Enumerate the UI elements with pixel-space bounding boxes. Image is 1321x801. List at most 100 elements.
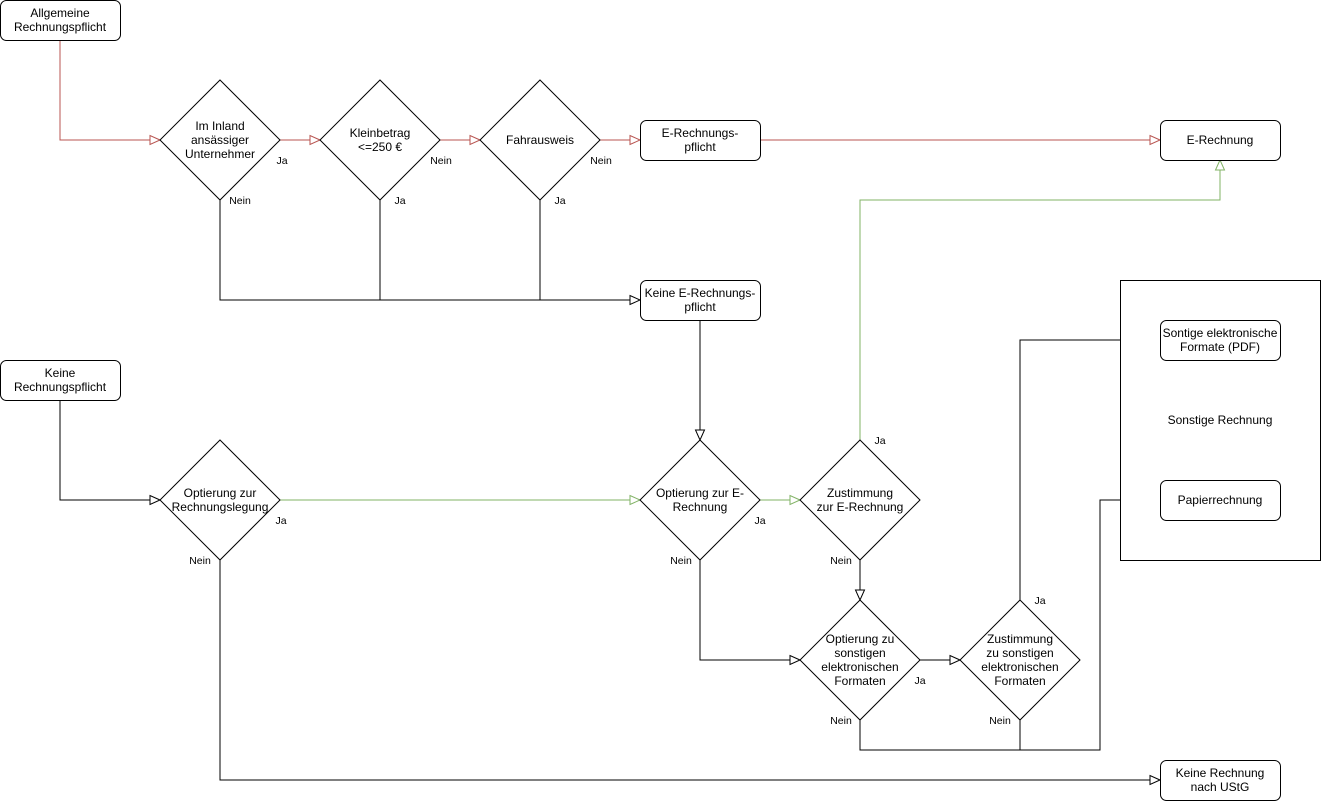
node-label-line: <=250 € xyxy=(358,140,402,154)
node-keine-e[interactable]: Keine E-Rechnungs-pflicht xyxy=(640,280,761,321)
node-box xyxy=(1160,320,1281,361)
arrowhead xyxy=(309,134,322,146)
arrowhead xyxy=(469,134,482,146)
node-box xyxy=(0,360,121,401)
edge-opt_e-zust_e xyxy=(760,494,802,506)
node-label-line: Unternehmer xyxy=(185,147,255,161)
node-label-line: Allgemeine xyxy=(30,6,90,20)
edge-label-fahr-ja: Ja xyxy=(554,195,565,207)
edge-label-opt-sonst-ja: Ja xyxy=(914,675,925,687)
node-label-line: zu sonstigen xyxy=(986,646,1053,660)
node-label-line: Kleinbetrag xyxy=(350,126,411,140)
arrowhead xyxy=(1149,774,1162,786)
edge-epflicht-erech xyxy=(760,134,1162,146)
edge-fahr-epflicht xyxy=(600,134,642,146)
node-klein[interactable]: Kleinbetrag<=250 € xyxy=(319,79,441,201)
node-label: E-Rechnung xyxy=(1187,133,1254,147)
arrowhead xyxy=(789,654,802,666)
edge-opt_rl-opt_e xyxy=(280,494,642,506)
decision-diamond xyxy=(159,439,281,561)
edge-line xyxy=(59,40,160,141)
node-label-line: Zustimmung xyxy=(987,632,1053,646)
edge-inland-klein xyxy=(280,134,322,146)
edge-allg-inland xyxy=(59,40,162,146)
node-label-line: sonstigen xyxy=(834,646,885,660)
edge-zust_e-opt_sonst xyxy=(854,560,866,602)
edge-line xyxy=(699,560,800,661)
arrowhead xyxy=(1149,134,1162,146)
arrowhead xyxy=(949,654,962,666)
edge-label-klein-nein: Nein xyxy=(430,155,452,167)
decision-diamond xyxy=(959,599,1081,721)
edge-line xyxy=(859,160,1221,440)
decision-diamond xyxy=(799,599,921,721)
node-label-line: Im Inland xyxy=(195,119,244,133)
node-label-line: Sonstige Rechnung xyxy=(1168,413,1273,427)
edge-label-zust-e-ja: Ja xyxy=(874,435,885,447)
decision-diamond xyxy=(639,439,761,561)
edge-labels-layer: JaNeinNeinJaNeinJaJaNeinJaNeinJaNeinJaNe… xyxy=(189,155,1046,727)
edge-label-fahr-nein: Nein xyxy=(590,155,612,167)
node-label-line: Keine Rechnung xyxy=(1176,766,1265,780)
edge-label-opt-sonst-nein: Nein xyxy=(830,715,852,727)
arrowhead xyxy=(694,429,706,442)
edge-opt_rl-keine_r xyxy=(219,560,1162,786)
node-label-line: Rechnungslegung xyxy=(172,500,269,514)
edge-zust_e-erech xyxy=(859,158,1226,440)
node-label-line: Zustimmung xyxy=(827,486,893,500)
node-label-line: Rechnung xyxy=(673,500,728,514)
edge-label-opt-rl-ja: Ja xyxy=(275,515,286,527)
edge-label-zust-sonst-nein: Nein xyxy=(989,715,1011,727)
node-fahr[interactable]: Fahrausweis xyxy=(479,79,601,201)
node-label-line: pflicht xyxy=(684,140,716,154)
node-label-line: Rechnungspflicht xyxy=(14,380,107,394)
arrowhead xyxy=(149,494,162,506)
node-label-line: ansässiger xyxy=(191,133,249,147)
decision-diamond xyxy=(159,79,281,201)
node-label-line: zur E-Rechnung xyxy=(817,500,904,514)
edge-opt_e-opt_sonst xyxy=(699,560,802,666)
node-epflicht[interactable]: E-Rechnungs-pflicht xyxy=(640,120,761,161)
node-label-line: E-Rechnung xyxy=(1187,133,1254,147)
node-opt-e[interactable]: Optierung zur E-Rechnung xyxy=(639,439,761,561)
edge-keine_rp-opt_rl xyxy=(59,400,162,506)
edge-line xyxy=(1019,339,1160,600)
node-label: Fahrausweis xyxy=(506,133,574,147)
edge-label-zust-sonst-ja: Ja xyxy=(1034,595,1045,607)
node-label-line: E-Rechnungs- xyxy=(662,126,739,140)
edge-opt_sonst-zust_sonst xyxy=(920,654,962,666)
edge-label-inland-nein: Nein xyxy=(229,195,251,207)
node-label-line: Papierrechnung xyxy=(1178,493,1263,507)
node-label-line: Formaten xyxy=(994,674,1045,688)
node-erech[interactable]: E-Rechnung xyxy=(1160,120,1281,161)
node-box xyxy=(0,0,121,41)
node-label-line: Keine xyxy=(45,366,76,380)
edge-line xyxy=(219,200,640,301)
node-papier[interactable]: Papierrechnung xyxy=(1160,480,1281,521)
arrowhead xyxy=(789,494,802,506)
node-label-line: elektronischen xyxy=(981,660,1058,674)
edge-klein-fahr xyxy=(440,134,482,146)
node-label: E-Rechnungs-pflicht xyxy=(662,126,739,154)
arrowhead xyxy=(149,134,162,146)
edge-label-inland-ja: Ja xyxy=(276,155,287,167)
edge-keine_e-opt_e xyxy=(694,320,706,442)
edge-inland-keine_e xyxy=(219,200,642,306)
node-box xyxy=(1160,120,1281,161)
